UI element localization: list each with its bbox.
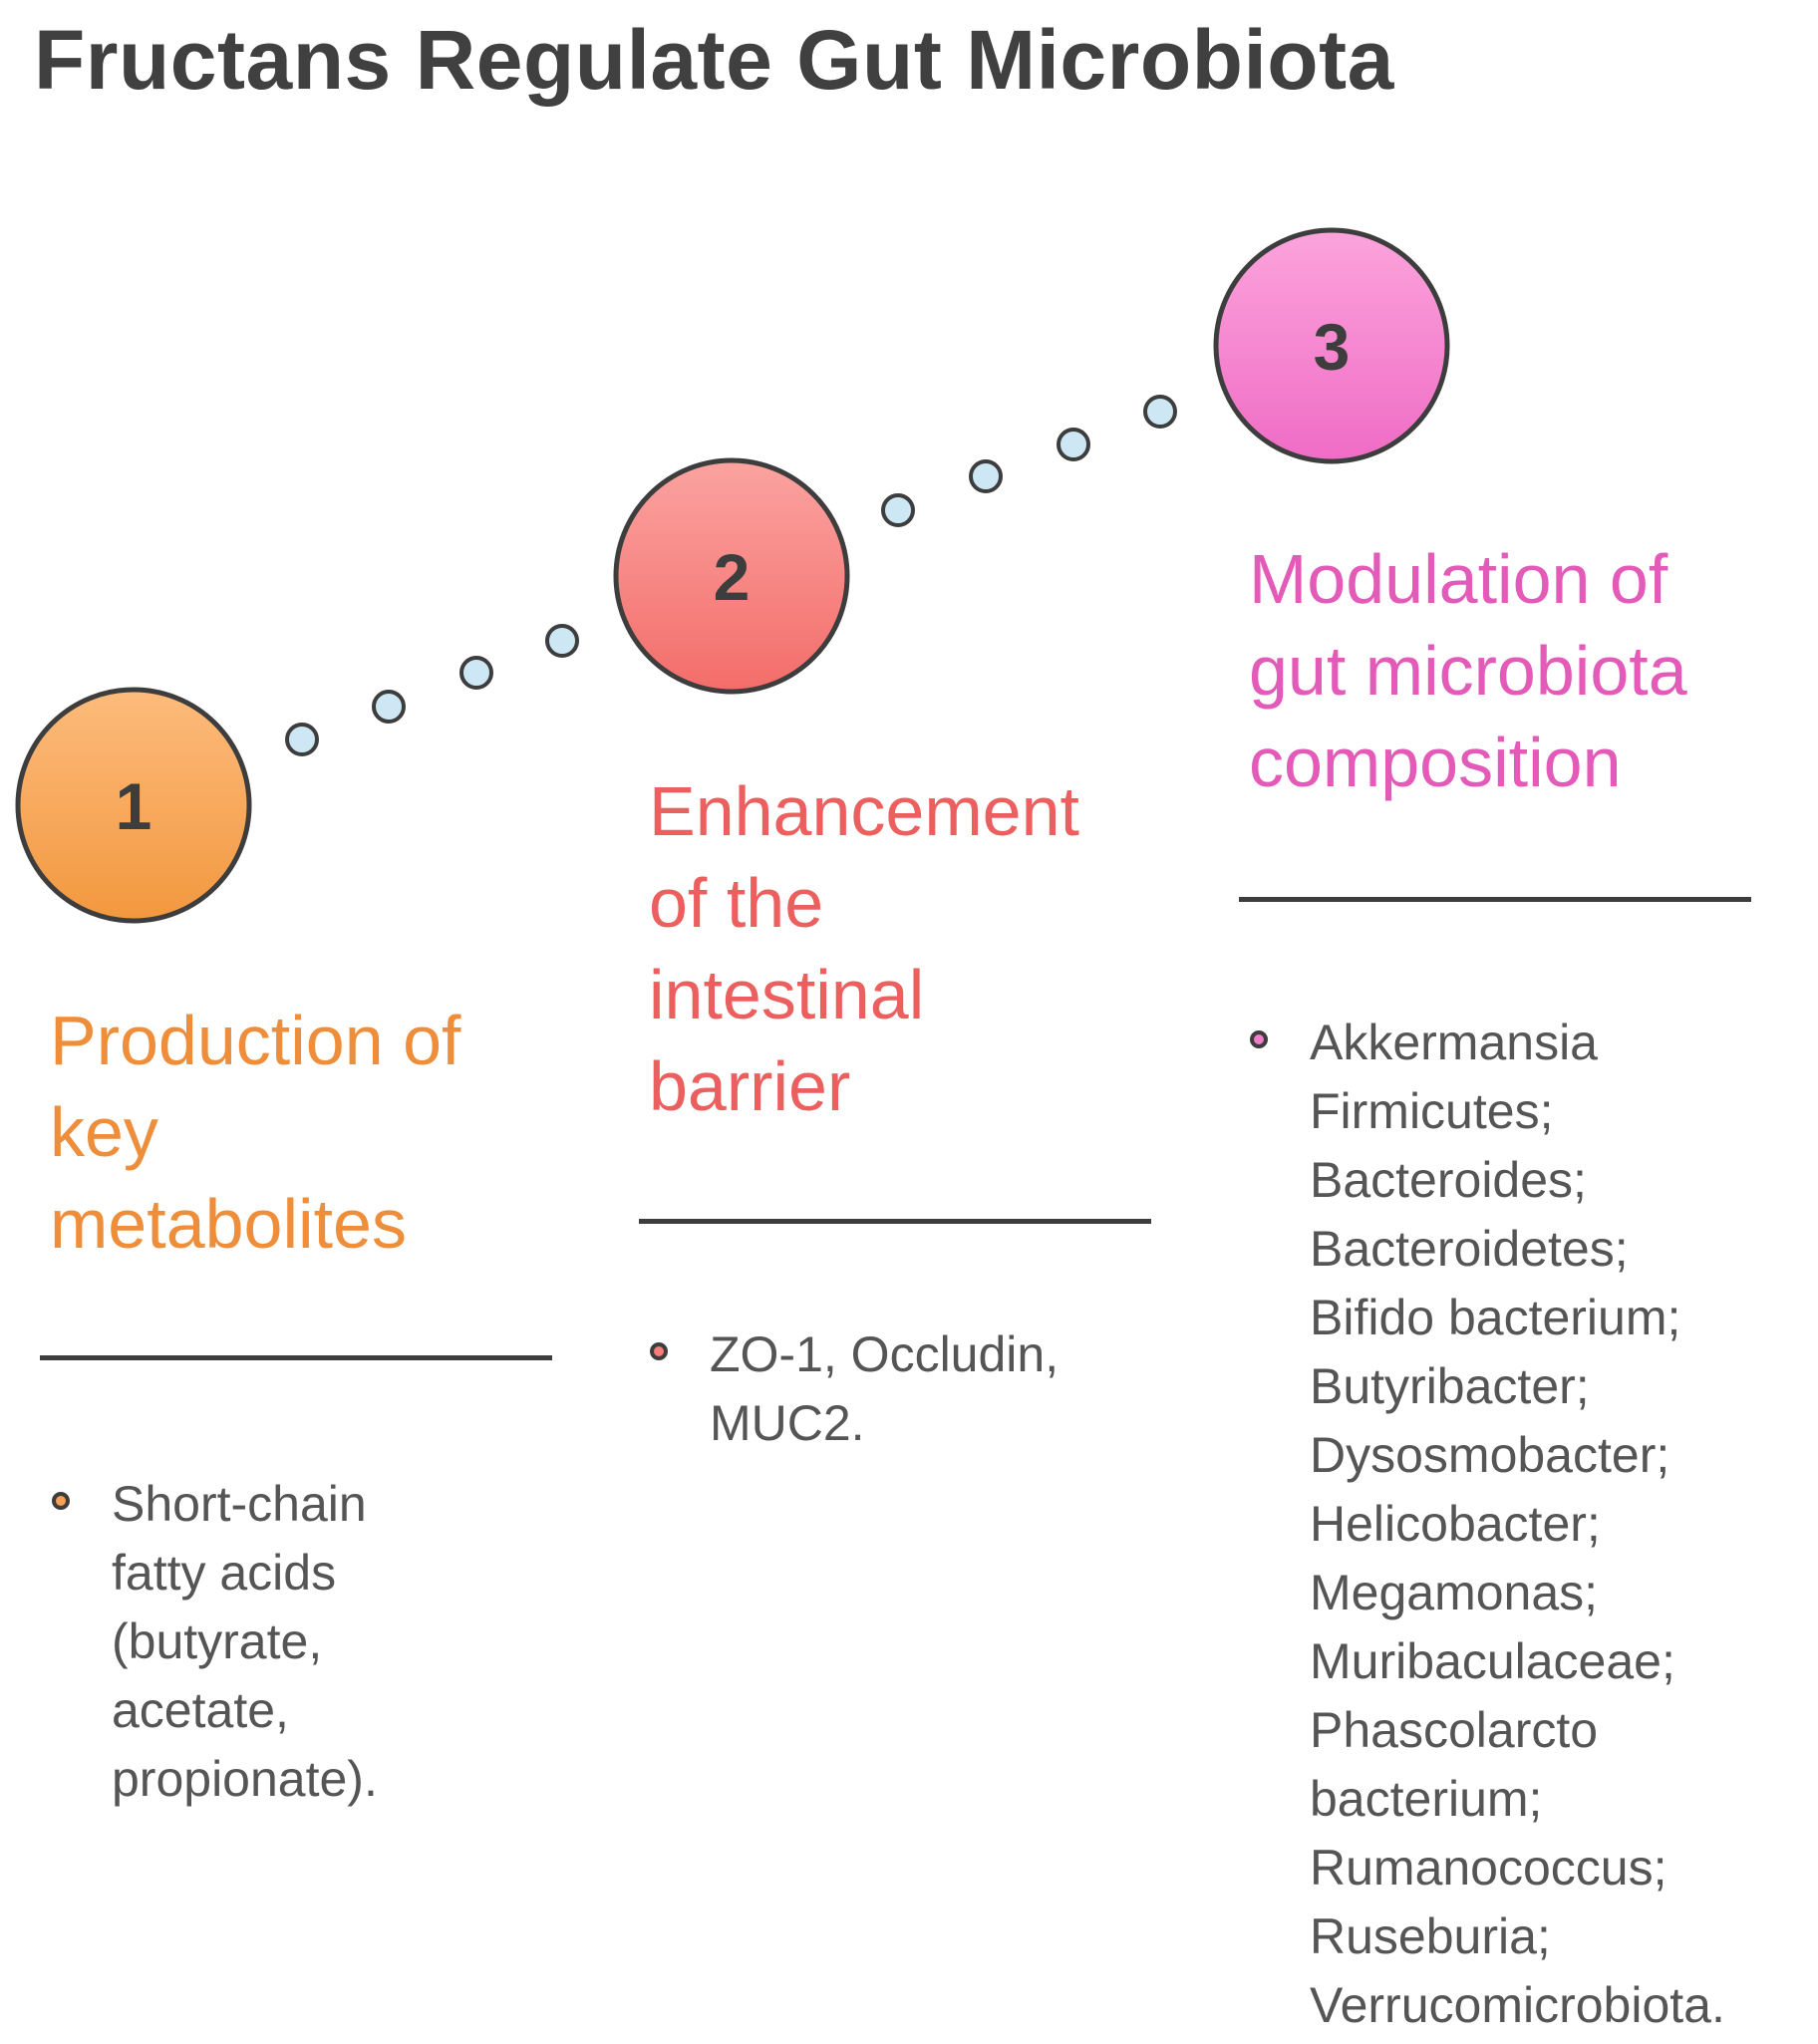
step-2-bullet-dot (650, 1342, 668, 1360)
step-3-bullet-dot (1250, 1030, 1268, 1048)
connector-dot (1057, 428, 1090, 461)
step-2-number: 2 (714, 540, 751, 614)
bullet-line: Bacteroides; (1310, 1152, 1587, 1208)
bullet-line: Firmicutes; (1310, 1083, 1554, 1139)
connector-dot (969, 459, 1003, 493)
step-2-heading-line: intestinal (649, 956, 925, 1033)
bullet-line: Bacteroidetes; (1310, 1221, 1629, 1277)
diagram-title: Fructans Regulate Gut Microbiota (34, 13, 1394, 107)
step-1-bullet-dot (52, 1492, 70, 1510)
step-1-heading: Production of key metabolites (50, 995, 460, 1270)
bullet-line: Short-chain (112, 1476, 367, 1532)
connector-dot (881, 493, 915, 527)
bullet-line: Ruseburia; (1310, 1908, 1551, 1964)
step-2-bullet: ZO-1, Occludin, MUC2. (650, 1320, 1059, 1458)
step-1-bullet-text: Short-chain fatty acids (butyrate, aceta… (112, 1470, 378, 1814)
connector-dot (459, 656, 493, 690)
connector-dot (1143, 395, 1177, 429)
step-2-bullet-text: ZO-1, Occludin, MUC2. (710, 1320, 1059, 1458)
step-3-heading-line: Modulation of (1249, 540, 1668, 618)
step-1-bullet: Short-chain fatty acids (butyrate, aceta… (52, 1470, 378, 1814)
step-3-heading-line: gut microbiota (1249, 632, 1687, 710)
connector-dot (545, 624, 579, 658)
step-2-heading-line: barrier (649, 1047, 851, 1125)
bullet-line: bacterium; (1310, 1771, 1543, 1827)
step-2-heading: Enhancement of the intestinal barrier (649, 765, 1079, 1132)
step-3-heading: Modulation of gut microbiota composition (1249, 533, 1687, 808)
bullet-line: Helicobacter; (1310, 1496, 1601, 1552)
bullet-line: Bifido bacterium; (1310, 1290, 1681, 1345)
step-2-divider (639, 1219, 1151, 1224)
bullet-line: Butyribacter; (1310, 1358, 1590, 1414)
step-1-heading-line: key (50, 1093, 158, 1171)
bullet-line: Dysosmobacter; (1310, 1427, 1670, 1483)
bullet-line: Verrucomicrobiota. (1310, 1977, 1725, 2033)
connector-dots-1-2 (285, 624, 579, 756)
connector-dot (285, 723, 319, 756)
bullet-line: Rumanococcus; (1310, 1840, 1667, 1896)
step-3-marker: 3 (1213, 227, 1450, 464)
step-2-heading-line: Enhancement (649, 772, 1079, 850)
step-3-heading-line: composition (1249, 724, 1622, 801)
step-1-circle (15, 687, 252, 924)
bullet-line: propionate). (112, 1751, 378, 1807)
step-3-bullet: Akkermansia Firmicutes; Bacteroides; Bac… (1250, 1009, 1725, 2040)
bullet-line: ZO-1, Occludin, (710, 1326, 1060, 1382)
connector-dot (372, 690, 406, 724)
step-1-heading-line: metabolites (50, 1185, 407, 1263)
step-3-number: 3 (1314, 310, 1351, 384)
step-3-bullet-text: Akkermansia Firmicutes; Bacteroides; Bac… (1310, 1009, 1725, 2040)
bullet-line: Akkermansia (1310, 1015, 1598, 1070)
bullet-line: Megamonas; (1310, 1565, 1599, 1620)
step-3-divider (1239, 897, 1751, 902)
step-3-circle (1213, 227, 1450, 464)
step-2-marker: 2 (613, 457, 850, 695)
bullet-line: Muribaculaceae; (1310, 1633, 1675, 1689)
step-1-number: 1 (116, 769, 152, 843)
connector-dots-2-3 (881, 395, 1177, 527)
bullet-line: acetate, (112, 1682, 289, 1738)
step-1-heading-line: Production of (50, 1002, 461, 1079)
step-2-circle (613, 457, 850, 695)
bullet-line: fatty acids (112, 1545, 337, 1601)
step-1-marker: 1 (15, 687, 252, 924)
step-1-divider (40, 1355, 552, 1360)
bullet-line: (butyrate, (112, 1613, 323, 1669)
step-2-heading-line: of the (649, 864, 824, 942)
bullet-line: MUC2. (710, 1395, 865, 1451)
bullet-line: Phascolarcto (1310, 1702, 1599, 1758)
